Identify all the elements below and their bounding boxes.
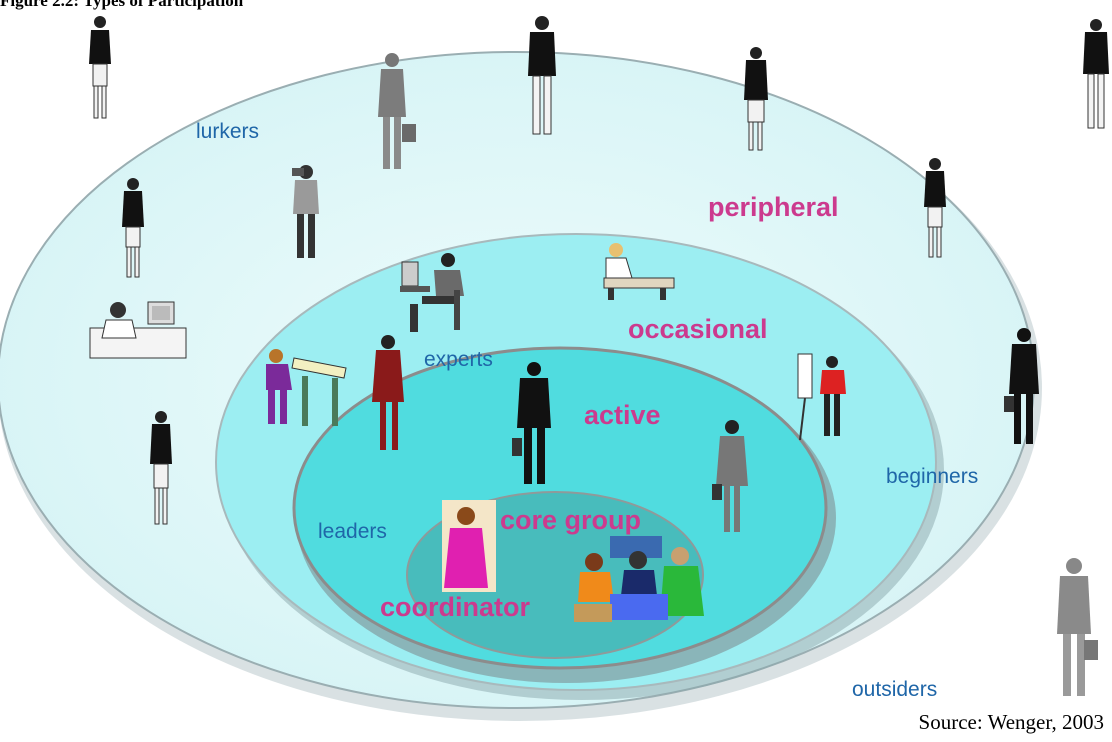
worker-at-computer-icon [400, 253, 464, 332]
label-lurkers: lurkers [196, 120, 260, 143]
label-occasional: occasional [628, 314, 768, 344]
man-walking-briefcase-icon [1004, 328, 1039, 444]
standing-woman-icon [89, 16, 111, 119]
figure-title: Figure 2.2: Types of Participation [0, 0, 244, 10]
woman-icon [122, 178, 144, 278]
label-experts: experts [424, 348, 493, 371]
label-core-group: core group [500, 505, 642, 535]
standing-woman-icon [744, 47, 768, 151]
woman-icon [924, 158, 946, 258]
man-at-desk-icon [89, 301, 187, 359]
standing-man-icon [528, 16, 556, 135]
standing-man-grey-icon [378, 53, 416, 169]
label-peripheral: peripheral [708, 192, 839, 222]
woman-icon [150, 411, 172, 525]
man-with-briefcase-grey-icon [1057, 558, 1098, 696]
worker-measuring-icon [603, 243, 675, 300]
woman-grey-suit-icon [712, 420, 748, 532]
woman-at-drafting-table-icon [266, 349, 347, 426]
label-leaders: leaders [318, 520, 387, 543]
woman-pink-suit-icon [442, 500, 496, 592]
woman-red-suit-icon [372, 335, 404, 450]
label-beginners: beginners [886, 465, 979, 488]
man-with-camera-icon [292, 165, 319, 258]
source-credit: Source: Wenger, 2003 [918, 710, 1104, 734]
label-active: active [584, 400, 661, 430]
man-walking-briefcase-icon [512, 362, 551, 484]
standing-man-icon [1083, 19, 1109, 129]
presenter-at-board-icon [797, 353, 846, 441]
meeting-group-icon [574, 536, 704, 622]
label-coordinator: coordinator [380, 592, 531, 622]
label-outsiders: outsiders [852, 678, 938, 701]
